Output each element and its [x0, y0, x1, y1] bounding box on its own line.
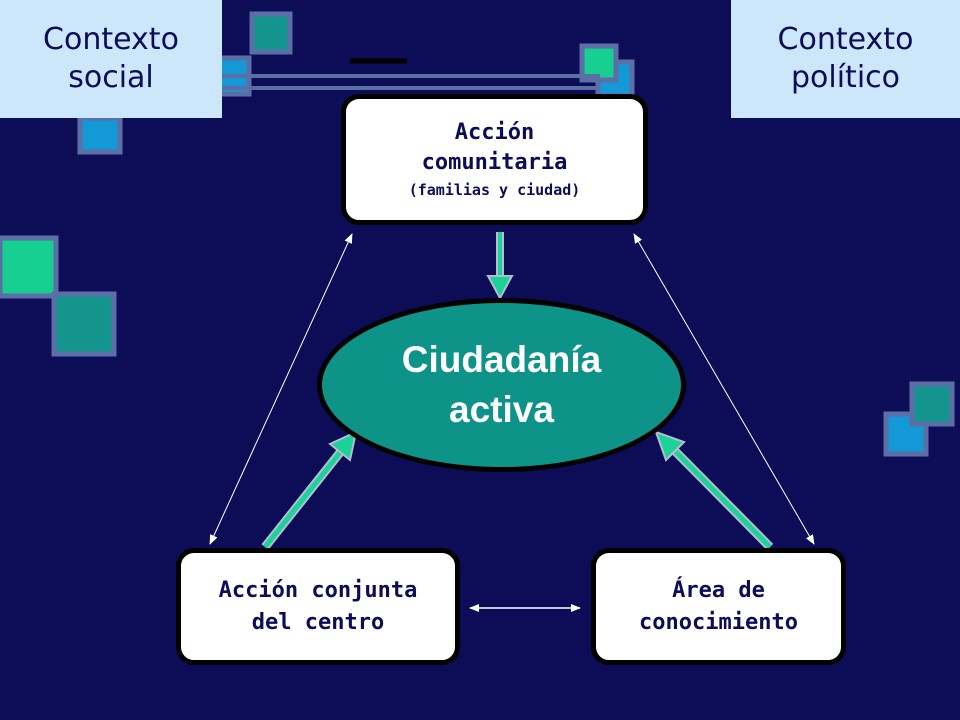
community-action-subtitle: (familias y ciudad): [408, 180, 581, 199]
active-citizenship-line1: Ciudadanía: [401, 339, 602, 380]
link-community-knowledge: [633, 233, 815, 545]
arrow-knowledge-to-citizenship: [654, 430, 774, 551]
decor-square: [0, 235, 59, 299]
context-social-line2: social: [68, 60, 154, 95]
context-social-box: Contexto social: [0, 0, 222, 118]
context-political-line2: político: [790, 60, 900, 95]
context-social-line1: Contexto: [43, 22, 179, 57]
active-citizenship-node: Ciudadanía activa: [317, 298, 686, 472]
decor-square: [77, 115, 123, 155]
school-action-line2: del centro: [251, 609, 385, 635]
decor-square: [51, 291, 117, 357]
decor-square: [249, 11, 293, 55]
context-political-line1: Contexto: [777, 22, 914, 57]
active-citizenship-line2: activa: [449, 389, 554, 430]
arrow-school-to-citizenship: [261, 430, 358, 550]
knowledge-area-node: Área de conocimiento: [591, 548, 846, 665]
knowledge-area-line1: Área de: [672, 577, 765, 603]
community-action-line1: Acción: [454, 119, 535, 145]
community-action-node: Acción comunitaria (familias y ciudad): [341, 94, 648, 225]
link-community-school: [209, 233, 353, 545]
knowledge-area-line2: conocimiento: [639, 609, 798, 635]
school-action-line1: Acción conjunta: [218, 577, 418, 603]
decor-square: [909, 381, 955, 427]
school-action-node: Acción conjunta del centro: [176, 548, 460, 665]
community-action-line2: comunitaria: [421, 149, 568, 175]
arrow-community-to-citizenship: [486, 232, 514, 301]
context-political-box: Contexto político: [731, 0, 960, 118]
